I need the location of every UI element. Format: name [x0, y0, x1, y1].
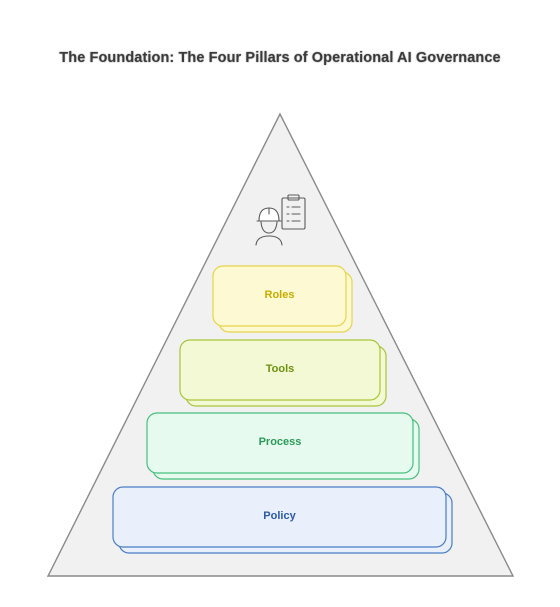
layer-policy-label: Policy — [263, 510, 296, 522]
diagram-title: The Foundation: The Four Pillars of Oper… — [59, 50, 501, 66]
layer-roles-label: Roles — [264, 289, 295, 301]
layer-process-box — [146, 412, 414, 474]
layer-tools-box — [179, 339, 381, 401]
worker-with-clipboard-icon — [255, 194, 306, 246]
layer-process-label: Process — [258, 436, 302, 448]
layer-tools-label: Tools — [265, 363, 295, 375]
layer-policy-box — [112, 486, 447, 548]
pyramid-layers — [112, 265, 453, 554]
layer-roles-box — [212, 265, 347, 327]
